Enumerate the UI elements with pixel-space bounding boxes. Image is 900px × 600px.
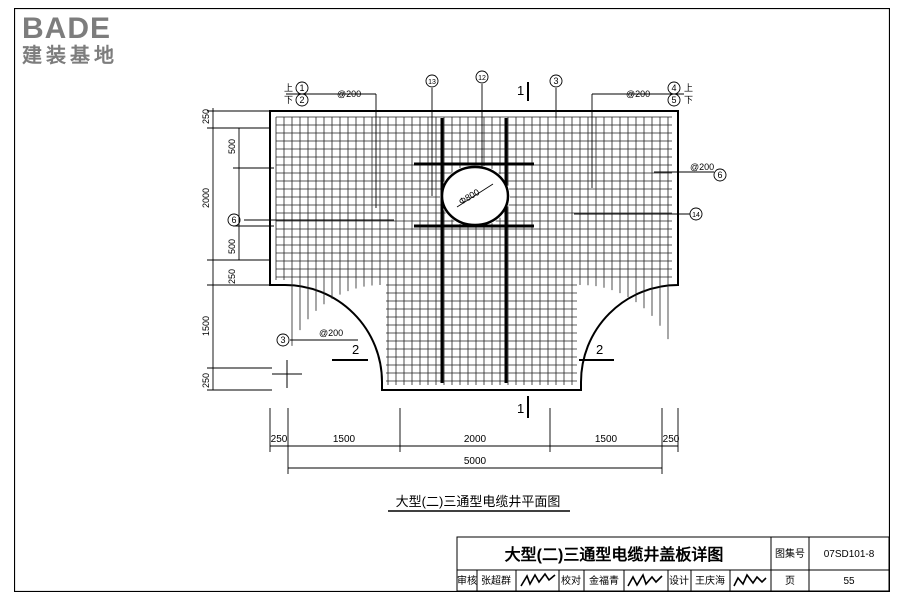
- section-mark-right: 2: [596, 342, 603, 357]
- dim-left-1500: 1500: [201, 316, 211, 336]
- down-label-right: 下: [684, 95, 693, 105]
- dim-bottom-total: 5000: [464, 456, 487, 467]
- dim-left-250-bot: 250: [201, 373, 211, 388]
- dim-left-500-a: 500: [227, 139, 237, 154]
- atlas-label: 图集号: [775, 547, 805, 560]
- drawing-sheet: Φ800 1 1 2 2: [13, 7, 891, 593]
- signatures: [520, 572, 767, 587]
- dim-left-250-top: 250: [201, 109, 211, 124]
- dim-bottom-1500-right: 1500: [595, 434, 618, 445]
- brand-logo: BADE 建装基地: [22, 14, 118, 68]
- callout-4: 4: [671, 83, 676, 93]
- rebar-mesh: [275, 116, 672, 385]
- section-mark-left: 2: [352, 342, 359, 357]
- page-no: 55: [843, 576, 855, 587]
- design-label: 设计: [669, 574, 689, 587]
- title-block-text: 大型(二)三通型电缆井盖板详图 图集号 07SD101-8 审核 张超群 校对 …: [457, 545, 875, 587]
- up-label-left: 上: [284, 83, 293, 93]
- dim-bottom-1500-left: 1500: [333, 434, 356, 445]
- check-label: 校对: [561, 574, 581, 587]
- up-label-right: 上: [684, 83, 693, 93]
- manhole-opening: [440, 165, 510, 227]
- brand-subtitle: 建装基地: [22, 45, 118, 67]
- dim-left-250-mid: 250: [227, 269, 237, 284]
- callout-6-left: 6: [231, 215, 236, 225]
- dim-left-500-b: 500: [227, 239, 237, 254]
- callout-2: 2: [299, 95, 304, 105]
- callout-1: 1: [299, 83, 304, 93]
- dim-bottom-250-left: 250: [271, 434, 288, 445]
- callout-6-right: 6: [717, 170, 722, 180]
- review-label: 审核: [457, 574, 477, 587]
- spacing-label-4: @200: [319, 328, 343, 338]
- reviewer-name: 张超群: [481, 574, 511, 587]
- title-block-frame: [456, 536, 890, 592]
- spacing-label-3: @200: [690, 162, 714, 172]
- section-mark-bottom: 1: [517, 401, 524, 416]
- down-label-left: 下: [284, 95, 293, 105]
- designer-name: 王庆海: [695, 574, 725, 587]
- dim-bottom-250-right: 250: [663, 434, 680, 445]
- atlas-no: 07SD101-8: [824, 549, 875, 560]
- brand-name: BADE: [22, 12, 112, 45]
- section-mark-top: 1: [517, 83, 524, 98]
- dim-left-2000: 2000: [201, 188, 211, 208]
- drawing-caption: 大型(二)三通型电缆井平面图: [396, 494, 561, 509]
- dim-bottom-2000: 2000: [464, 434, 487, 445]
- callout-5: 5: [671, 95, 676, 105]
- callout-12: 12: [478, 75, 486, 82]
- callouts: [227, 70, 727, 347]
- slab-outline: [269, 110, 679, 391]
- drawing-frame: Φ800 1 1 2 2: [13, 7, 891, 593]
- callout-13: 13: [428, 79, 436, 86]
- spacing-label-1: @200: [337, 89, 361, 99]
- page-label: 页: [785, 575, 795, 587]
- callout-14: 14: [692, 212, 700, 219]
- title-block-title: 大型(二)三通型电缆井盖板详图: [505, 545, 724, 564]
- callout-3-top: 3: [553, 76, 558, 86]
- checker-name: 金福青: [589, 574, 619, 587]
- callout-3-bottom: 3: [280, 335, 285, 345]
- spacing-label-2: @200: [626, 89, 650, 99]
